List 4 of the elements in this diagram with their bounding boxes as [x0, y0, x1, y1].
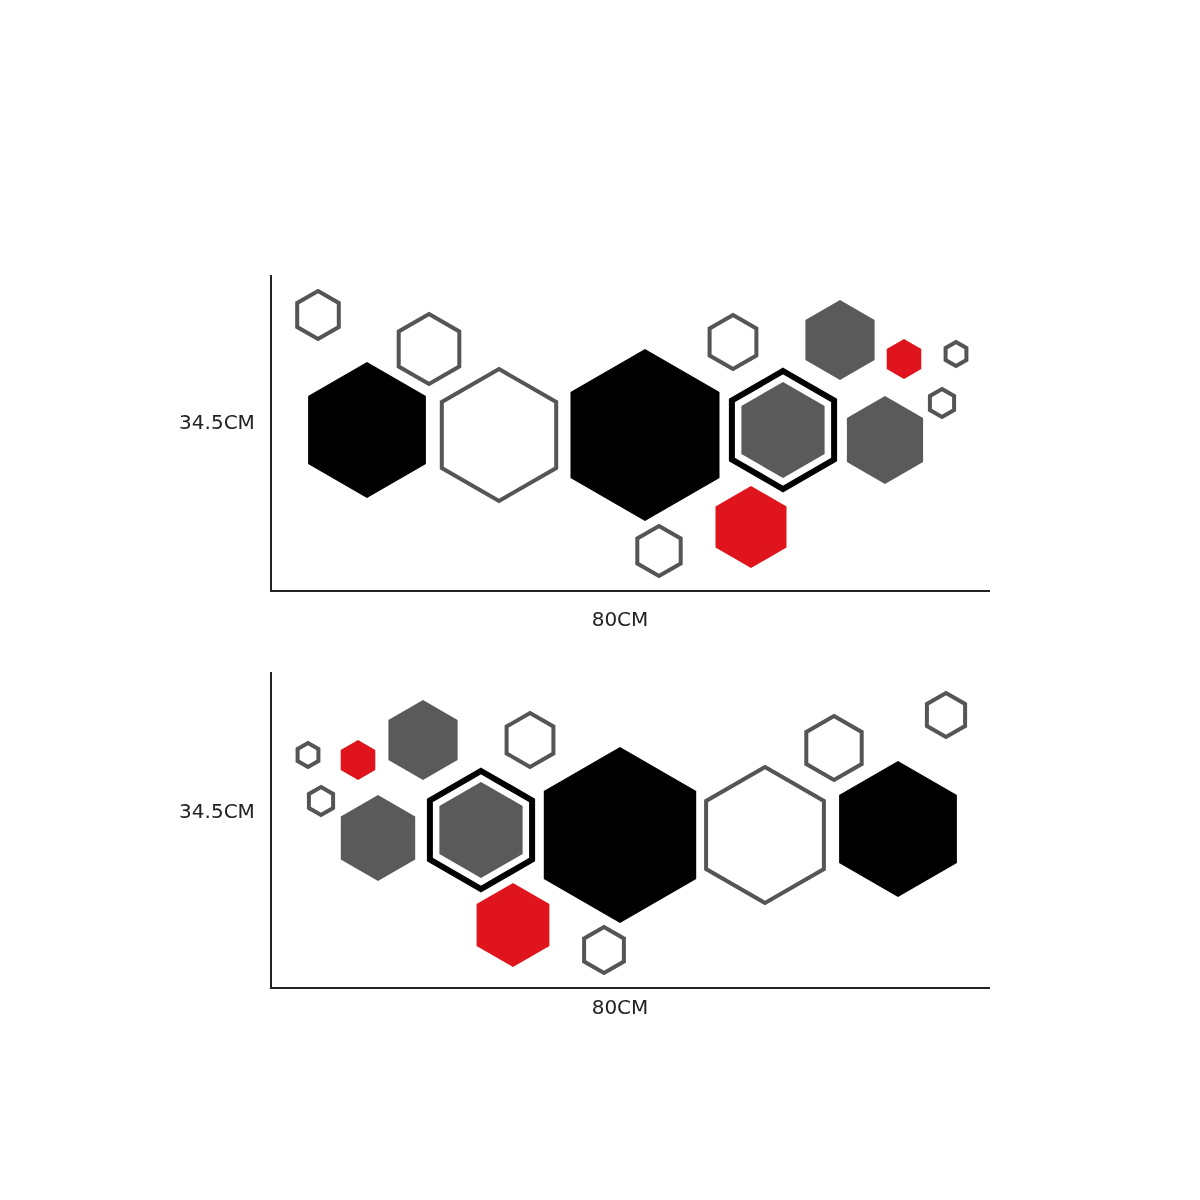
dimension-label: 80CM	[591, 607, 649, 631]
dimension-label: 34.5CM	[179, 799, 255, 823]
dimension-label: 34.5CM	[179, 410, 255, 434]
dimension-label: 80CM	[591, 995, 649, 1019]
